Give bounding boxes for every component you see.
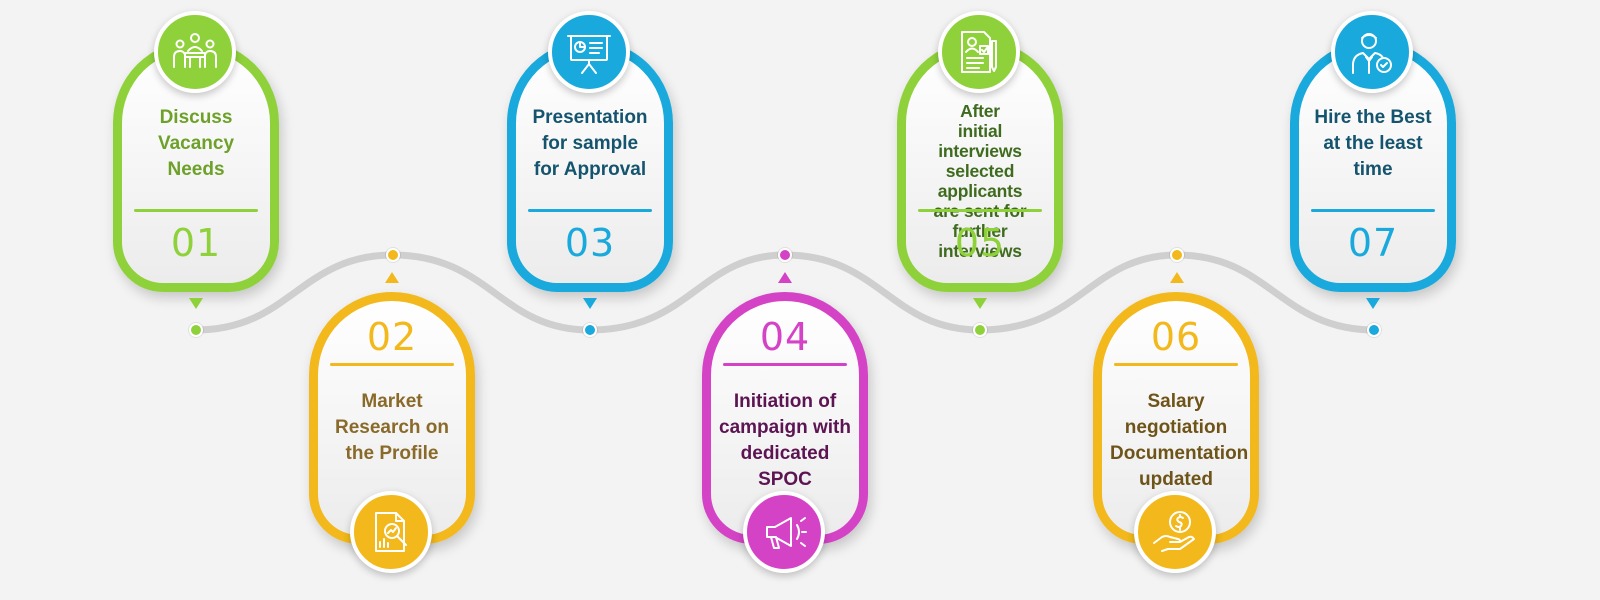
step-number: 07 <box>1347 221 1399 265</box>
connector-arrow <box>973 298 987 309</box>
step-text: Hire the Best at the least time <box>1314 107 1432 180</box>
step-text: Discuss Vacancy Needs <box>157 107 235 180</box>
step-text: Presentation for sample for Approval <box>532 107 648 180</box>
connector-arrow <box>583 298 597 309</box>
step-number: 03 <box>564 221 616 265</box>
connector-arrow <box>778 272 792 283</box>
timeline-dot <box>1367 323 1381 337</box>
connector-arrow <box>1366 298 1380 309</box>
step-card-05: After initial interviews selected applic… <box>897 40 1063 292</box>
step-number: 02 <box>366 315 418 359</box>
timeline-dot <box>583 323 597 337</box>
timeline-dot <box>778 248 792 262</box>
connector-arrow <box>385 272 399 283</box>
step-text: Market Research on the Profile <box>334 391 450 464</box>
salary-hand-coin-icon <box>1134 491 1216 573</box>
step-divider <box>1114 363 1238 366</box>
step-text: Initiation of campaign with dedicated SP… <box>719 391 851 490</box>
step-divider <box>330 363 454 366</box>
step-number: 04 <box>759 315 811 359</box>
meeting-icon <box>154 11 236 93</box>
step-number: 05 <box>954 221 1006 265</box>
megaphone-icon <box>743 491 825 573</box>
research-report-icon <box>350 491 432 573</box>
step-number: 06 <box>1150 315 1202 359</box>
resume-document-icon <box>938 11 1020 93</box>
timeline-dot <box>1170 248 1184 262</box>
presentation-board-icon <box>548 11 630 93</box>
hired-person-icon <box>1331 11 1413 93</box>
step-divider <box>528 209 652 212</box>
timeline-dot <box>973 323 987 337</box>
step-divider <box>134 209 258 212</box>
step-divider <box>918 209 1042 212</box>
timeline-dot <box>386 248 400 262</box>
step-divider <box>1311 209 1435 212</box>
connector-arrow <box>1170 272 1184 283</box>
step-number: 01 <box>170 221 222 265</box>
connector-arrow <box>189 298 203 309</box>
timeline-dot <box>189 323 203 337</box>
step-divider <box>723 363 847 366</box>
step-text: Salary negotiation Documentation updated <box>1110 391 1249 490</box>
